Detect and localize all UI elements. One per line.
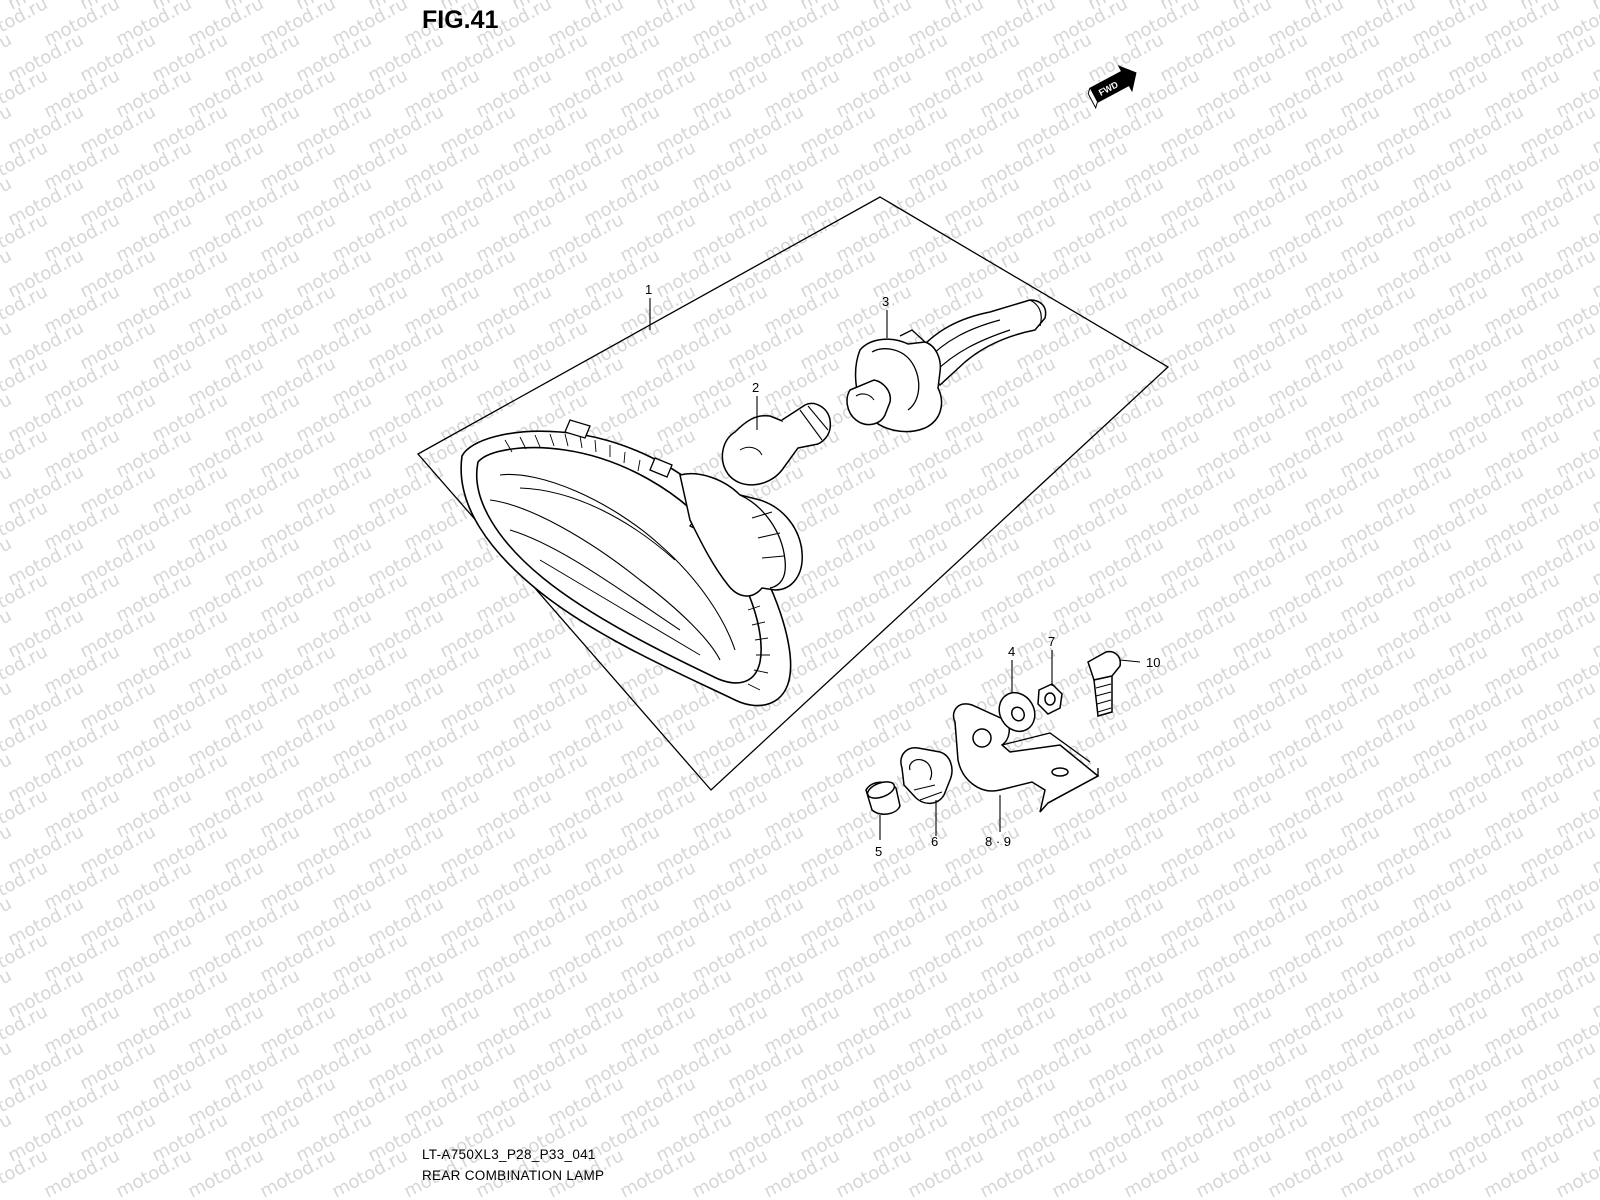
forward-direction-badge: FWD — [1087, 65, 1137, 110]
callout-3: 3 — [882, 294, 889, 309]
figure-title: FIG.41 — [422, 6, 499, 34]
callout-2: 2 — [752, 380, 759, 395]
bulb-socket — [846, 299, 1047, 433]
model-code: LT-A750XL3_P28_P33_041 — [422, 1147, 596, 1162]
nut — [1037, 683, 1063, 715]
callout-7: 7 — [1048, 634, 1055, 649]
leader-lines — [649, 298, 1141, 840]
grommet — [900, 747, 953, 804]
bracket — [952, 703, 1100, 813]
bolt — [1087, 650, 1122, 717]
bulb — [721, 402, 832, 486]
callout-5: 5 — [875, 844, 882, 859]
callout-10: 10 — [1146, 655, 1160, 670]
lamp-housing — [460, 419, 803, 707]
callout-8-9: 8 · 9 — [985, 834, 1011, 849]
callout-4: 4 — [1008, 644, 1015, 659]
collar — [865, 781, 901, 815]
assembly-box-outline — [416, 196, 1170, 791]
callout-6: 6 — [931, 834, 938, 849]
callout-1: 1 — [645, 282, 652, 297]
washer — [998, 691, 1036, 733]
assembly-name: REAR COMBINATION LAMP — [422, 1168, 605, 1183]
